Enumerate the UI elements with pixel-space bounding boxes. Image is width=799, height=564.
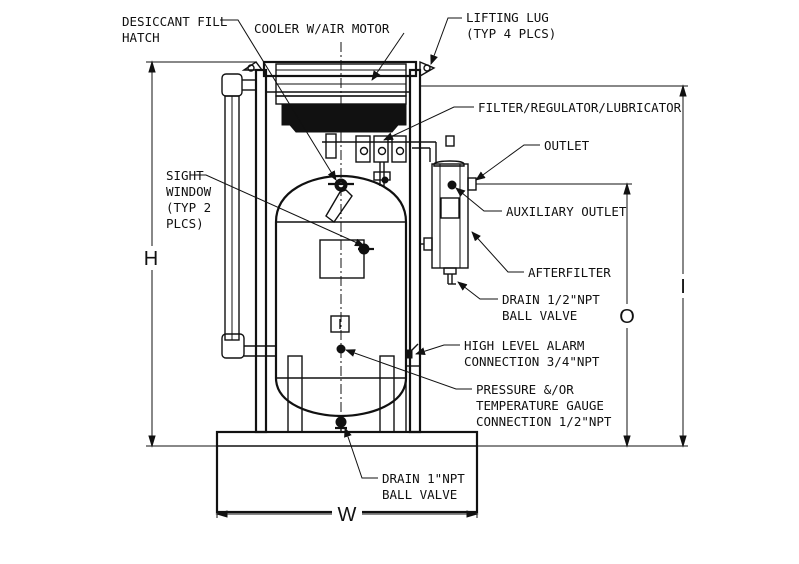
pressure-fitting xyxy=(336,344,346,354)
side-pipe xyxy=(221,73,276,359)
label-desiccant-hatch: HATCH xyxy=(122,30,160,45)
sight-window-fitting xyxy=(358,243,374,255)
label-lifting-lug-typ: (TYP 4 PLCS) xyxy=(466,26,556,41)
label-cooler: COOLER W/AIR MOTOR xyxy=(254,21,390,36)
afterfilter xyxy=(420,160,477,285)
label-afterfilter: AFTERFILTER xyxy=(528,265,611,280)
high-level-fitting xyxy=(405,343,419,359)
label-drain-half-1: DRAIN 1/2"NPT xyxy=(502,292,600,307)
label-drain-half-2: BALL VALVE xyxy=(502,308,577,323)
dim-o: O xyxy=(619,306,635,328)
w-gap xyxy=(332,502,362,526)
label-pressure-3: CONNECTION 1/2"NPT xyxy=(476,414,612,429)
label-sight-1: SIGHT xyxy=(166,168,204,183)
dim-w: W xyxy=(338,504,357,526)
label-sight-4: PLCS) xyxy=(166,216,204,231)
bottom-drain-valve xyxy=(335,416,347,432)
i-gap xyxy=(672,274,694,298)
top-fitting xyxy=(381,176,389,184)
label-lifting-lug: LIFTING LUG xyxy=(466,10,549,25)
dim-i: I xyxy=(680,276,686,298)
label-aux-outlet: AUXILIARY OUTLET xyxy=(506,204,627,219)
lifting-lugs xyxy=(241,60,436,78)
label-drain-one-1: DRAIN 1"NPT xyxy=(382,471,465,486)
label-high-level-1: HIGH LEVEL ALARM xyxy=(464,338,584,353)
label-drain-one-2: BALL VALVE xyxy=(382,487,457,502)
desiccant-hatch xyxy=(325,178,354,223)
label-sight-2: WINDOW xyxy=(166,184,212,199)
labels: DESICCANT FILL HATCH COOLER W/AIR MOTOR … xyxy=(122,10,682,502)
label-desiccant-fill: DESICCANT FILL xyxy=(122,14,227,29)
o-gap xyxy=(614,304,640,328)
frl-assembly xyxy=(322,133,455,186)
vessel-legs xyxy=(287,355,421,433)
label-frl: FILTER/REGULATOR/LUBRICATOR xyxy=(478,100,682,115)
label-high-level-2: CONNECTION 3/4"NPT xyxy=(464,354,600,369)
label-sight-3: (TYP 2 xyxy=(166,200,211,215)
dim-h: H xyxy=(144,248,158,270)
leader-lines xyxy=(190,17,540,479)
label-outlet: OUTLET xyxy=(544,138,590,153)
dimension-lines xyxy=(146,60,688,518)
label-pressure-2: TEMPERATURE GAUGE xyxy=(476,398,604,413)
label-pressure-1: PRESSURE &/OR xyxy=(476,382,574,397)
h-gap xyxy=(136,246,166,270)
